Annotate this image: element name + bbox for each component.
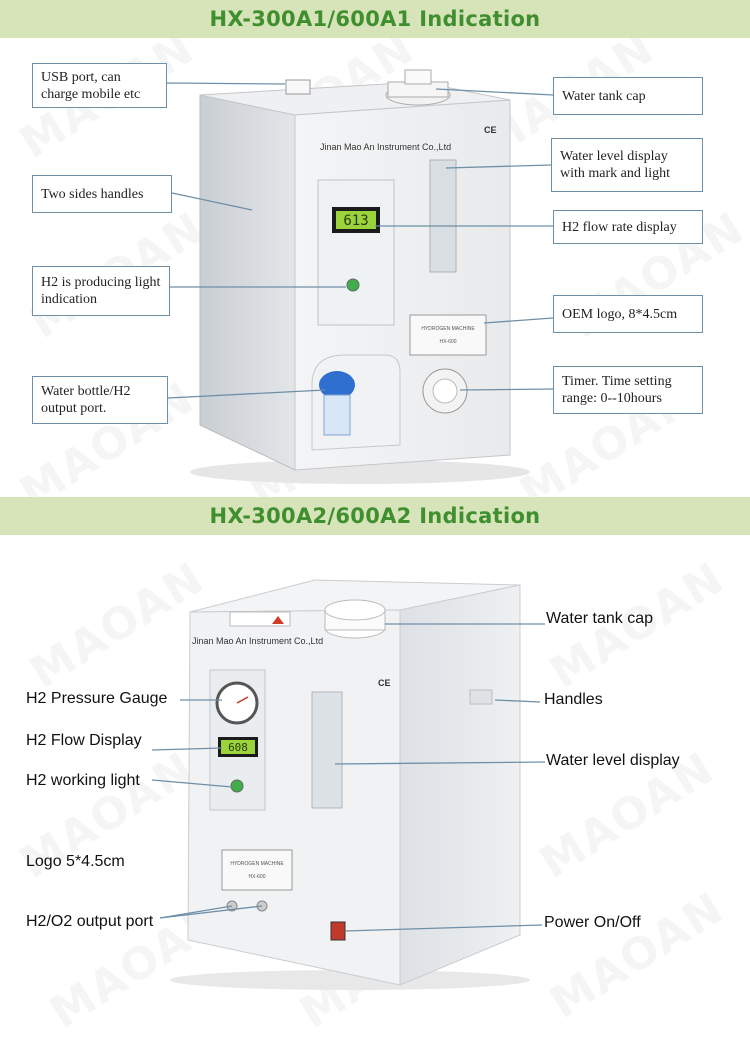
label-h2-working-light: H2 working light	[26, 772, 140, 789]
label-water-level-display: Water level display with mark and light	[551, 138, 703, 192]
label-usb-port: USB port, can charge mobile etc	[32, 63, 167, 108]
svg-text:CE: CE	[378, 678, 391, 688]
svg-text:HYDROGEN MACHINE: HYDROGEN MACHINE	[230, 861, 284, 867]
label-water-tank-cap-2: Water tank cap	[546, 610, 654, 627]
section1-title: HX-300A1/600A1 Indication	[209, 7, 541, 31]
label-handles: Handles	[544, 691, 603, 708]
label-water-level-display-2: Water level display	[546, 752, 680, 769]
section1-banner: HX-300A1/600A1 Indication	[0, 0, 750, 38]
label-water-bottle: Water bottle/H2 output port.	[32, 376, 168, 424]
label-output-port: H2/O2 output port	[26, 913, 154, 930]
label-h2-flow-display: H2 Flow Display	[26, 732, 142, 749]
svg-text:HX-600: HX-600	[440, 339, 457, 345]
section2-title: HX-300A2/600A2 Indication	[209, 504, 541, 528]
svg-text:Jinan Mao An Instrument Co.,Lt: Jinan Mao An Instrument Co.,Ltd	[320, 142, 451, 152]
watermark: MAOAN	[541, 882, 734, 1029]
svg-text:613: 613	[343, 213, 368, 229]
label-h2-pressure-gauge: H2 Pressure Gauge	[26, 690, 168, 707]
watermark: MAOAN	[291, 892, 484, 1039]
section2-banner: HX-300A2/600A2 Indication	[0, 497, 750, 535]
label-h2-flow-rate: H2 flow rate display	[553, 210, 703, 244]
label-water-tank-cap: Water tank cap	[553, 77, 703, 115]
svg-text:HYDROGEN MACHINE: HYDROGEN MACHINE	[421, 326, 475, 332]
label-two-sides-handles: Two sides handles	[32, 175, 172, 213]
label-power-on-off: Power On/Off	[544, 914, 641, 931]
svg-text:608: 608	[228, 741, 248, 754]
svg-text:Jinan Mao An Instrument Co.,Lt: Jinan Mao An Instrument Co.,Ltd	[192, 636, 323, 646]
label-h2-light-indication: H2 is producing light indication	[32, 266, 170, 316]
label-timer: Timer. Time setting range: 0--10hours	[553, 366, 703, 414]
label-logo: Logo 5*4.5cm	[26, 853, 125, 870]
svg-text:HX-600: HX-600	[249, 874, 266, 880]
watermark: MAOAN	[21, 552, 214, 699]
label-oem-logo: OEM logo, 8*4.5cm	[553, 295, 703, 333]
watermark: MAOAN	[231, 22, 424, 169]
